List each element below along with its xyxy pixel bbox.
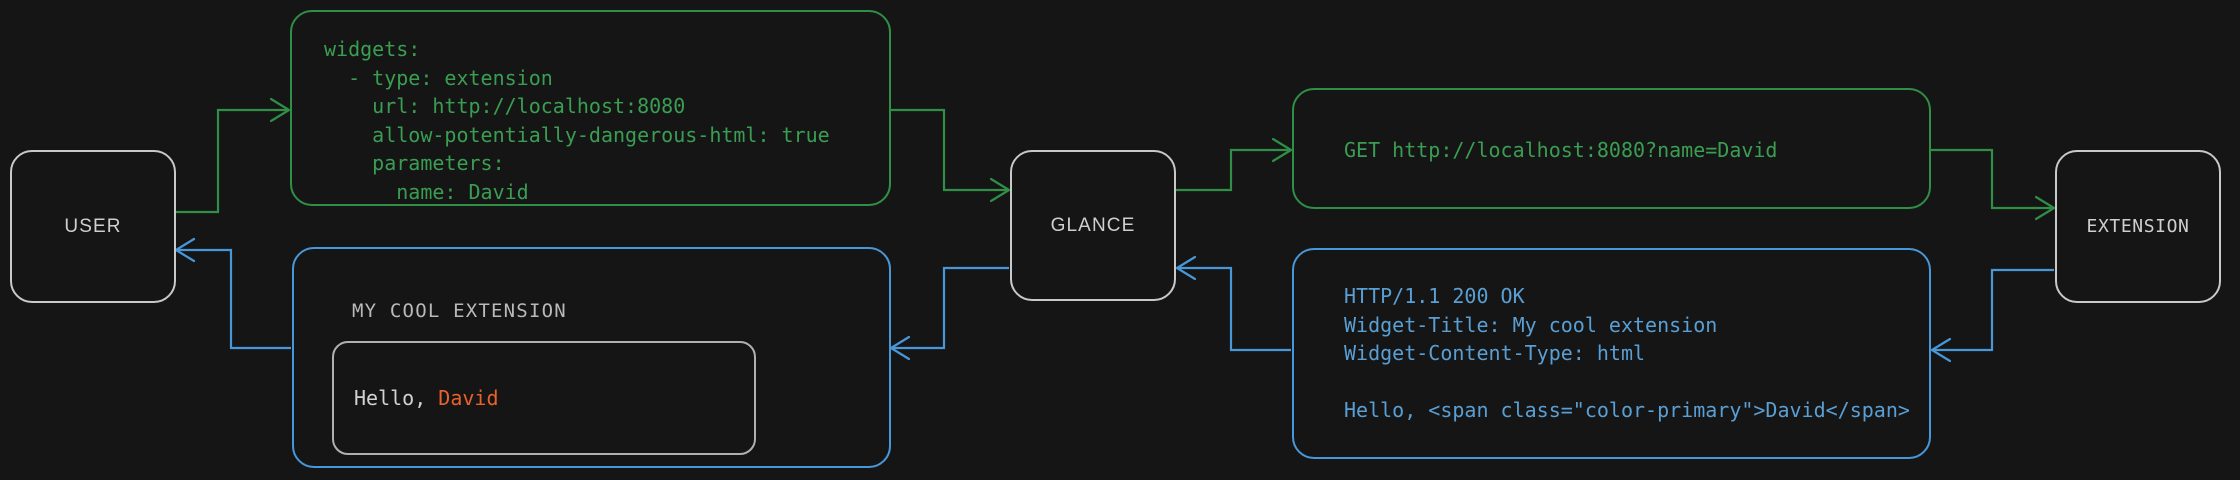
- node-extension-label: EXTENSION: [2086, 216, 2190, 237]
- config-code: widgets: - type: extension url: http://l…: [324, 37, 830, 204]
- arrowhead-widget-in: [889, 335, 911, 361]
- arrowhead-request-in: [1271, 137, 1293, 163]
- arrowhead-glance-in-req: [989, 177, 1011, 203]
- wire-user-to-config: [175, 108, 289, 214]
- panel-widget[interactable]: MY COOL EXTENSION Hello, David: [292, 247, 891, 468]
- wire-widget-to-user: [176, 248, 291, 350]
- arrowhead-config-in: [269, 97, 291, 123]
- wire-glance-to-widget: [891, 266, 1009, 350]
- http-request-code: GET http://localhost:8080?name=David: [1344, 138, 1778, 162]
- widget-body: Hello, David: [332, 341, 756, 455]
- node-extension[interactable]: EXTENSION: [2055, 150, 2221, 303]
- wire-glance-to-request: [1176, 148, 1291, 192]
- arrowhead-user-in: [174, 237, 196, 263]
- node-glance-label: GLANCE: [1050, 214, 1136, 236]
- widget-greeting: Hello, David: [334, 386, 499, 410]
- http-response-code: HTTP/1.1 200 OK Widget-Title: My cool ex…: [1344, 284, 1910, 422]
- wire-extension-to-response: [1932, 268, 2054, 352]
- panel-http-request[interactable]: GET http://localhost:8080?name=David: [1292, 88, 1931, 209]
- widget-greeting-name: David: [438, 386, 499, 410]
- arrowhead-extension-in: [2034, 195, 2056, 221]
- arrowhead-glance-in-res: [1175, 255, 1197, 281]
- panel-config[interactable]: widgets: - type: extension url: http://l…: [290, 10, 891, 206]
- node-glance[interactable]: GLANCE: [1010, 150, 1176, 301]
- wire-response-to-glance: [1177, 266, 1291, 352]
- wire-config-to-glance: [891, 108, 1009, 192]
- node-user[interactable]: USER: [10, 150, 176, 303]
- widget-title: MY COOL EXTENSION: [352, 300, 567, 322]
- arrowhead-response-in: [1930, 337, 1952, 363]
- panel-http-response[interactable]: HTTP/1.1 200 OK Widget-Title: My cool ex…: [1292, 248, 1931, 459]
- wire-request-to-extension: [1931, 148, 2054, 210]
- node-user-label: USER: [64, 215, 122, 237]
- widget-greeting-prefix: Hello,: [354, 386, 439, 410]
